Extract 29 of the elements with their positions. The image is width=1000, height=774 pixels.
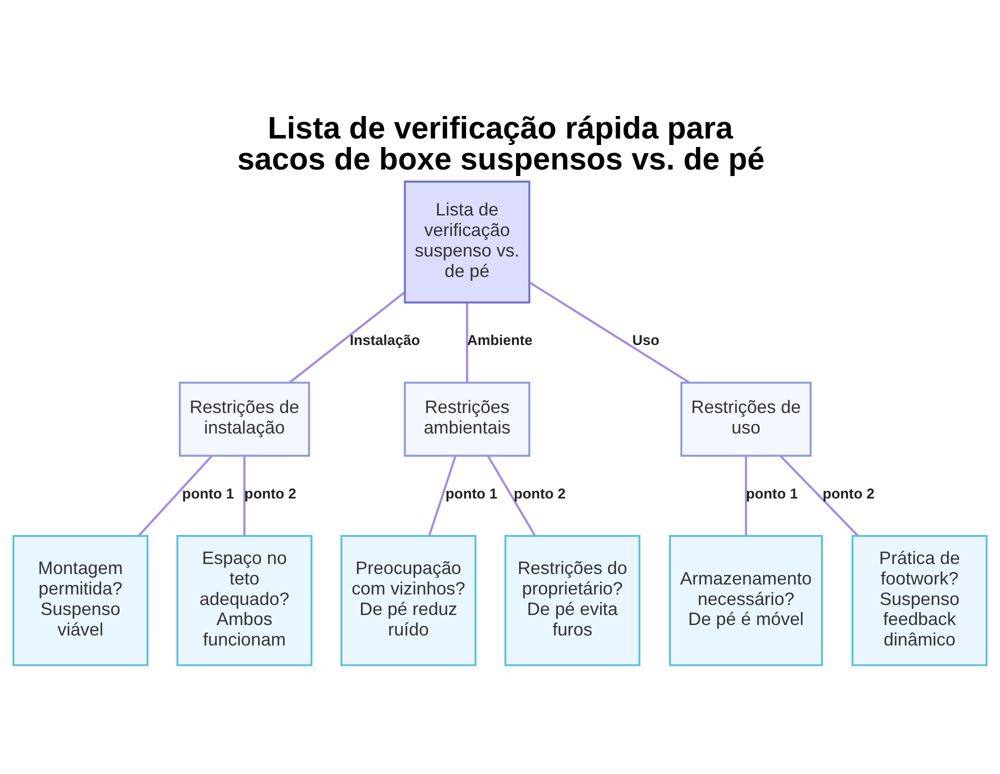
node-box: Montagem permitida? Suspenso viável — [12, 534, 148, 666]
node-box: Prática de footwork? Suspenso feedback dinâmico — [852, 534, 988, 666]
node-box: Lista de verificação suspenso vs. de pé — [404, 180, 530, 303]
edge-label: Ambiente — [467, 332, 533, 349]
edge-label: Uso — [632, 332, 660, 349]
node-box: Armazenamento necessário? De pé é móvel — [669, 534, 823, 666]
connector — [486, 454, 536, 536]
node-box: Restrições de uso — [680, 381, 812, 456]
edge-label: ponto 1 — [182, 486, 234, 502]
connector — [288, 291, 406, 383]
connector — [466, 302, 468, 382]
node-box: Espaço no teto adequado? Ambos funcionam — [176, 534, 312, 666]
connector — [780, 454, 859, 536]
edge-label: ponto 2 — [244, 486, 296, 502]
edge-label: ponto 2 — [514, 486, 566, 502]
connector — [428, 454, 457, 536]
node-box: Restrições ambientais — [404, 381, 530, 456]
diagram-title: Lista de verificação rápida para sacos de boxe suspensos vs. de pé — [237, 110, 765, 176]
node-box: Preocupação com vizinhos? De pé reduz ruído — [340, 534, 476, 666]
node-box: Restrições do proprietário? De pé evita furos — [504, 534, 640, 666]
edge-label: ponto 1 — [446, 486, 498, 502]
node-box: Restrições de instalação — [178, 381, 310, 456]
edge-label: ponto 2 — [822, 486, 874, 502]
connector — [744, 455, 748, 536]
edge-label: Instalação — [350, 332, 420, 349]
connector — [138, 454, 213, 536]
connector — [243, 455, 246, 536]
connector — [529, 281, 690, 383]
edge-label: ponto 1 — [746, 486, 798, 502]
